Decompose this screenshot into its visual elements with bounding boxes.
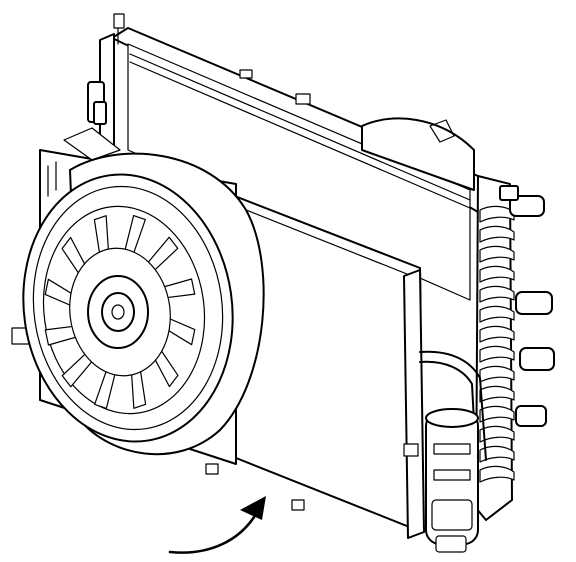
radiator [88, 14, 478, 300]
cooler-rib [480, 286, 514, 302]
cooler-rib [480, 226, 514, 242]
receiver-dehydrator [426, 409, 478, 552]
cooler-rib [480, 406, 514, 422]
cooler-rib [480, 466, 514, 482]
direction-arrow [170, 496, 266, 553]
cooler-rib [480, 366, 514, 382]
cooler-rib [480, 446, 514, 462]
cooler-rib [480, 206, 514, 222]
cooler-rib [480, 326, 514, 342]
cooler-rib [480, 306, 514, 322]
cooler-rib [480, 246, 514, 262]
cooling-fan [30, 196, 217, 424]
transmission-oil-cooler [476, 176, 554, 520]
cooler-rib [480, 266, 514, 282]
condenser [206, 188, 486, 538]
cooler-rib [480, 346, 514, 362]
cooler-rib [480, 426, 514, 442]
cooler-rib [480, 386, 514, 402]
